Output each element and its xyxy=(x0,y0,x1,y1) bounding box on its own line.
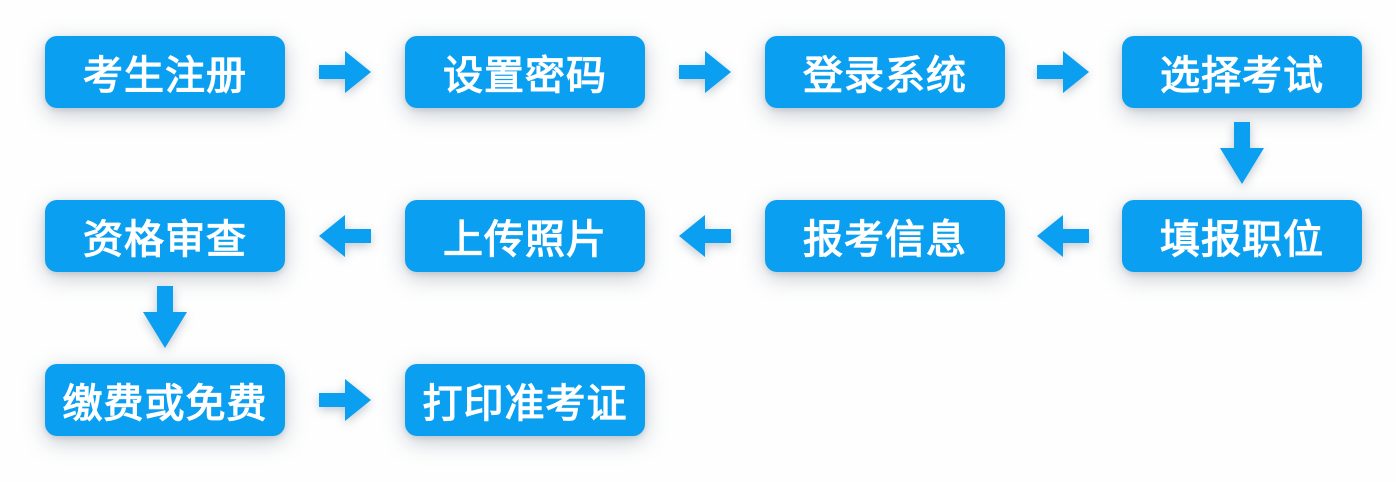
arrow-right-icon xyxy=(319,49,371,95)
step-fill-position: 填报职位 xyxy=(1122,200,1362,272)
step-set-password: 设置密码 xyxy=(405,36,645,108)
arrow-down-icon xyxy=(142,286,188,348)
arrow-left-icon xyxy=(1037,213,1089,259)
step-print-admission-ticket: 打印准考证 xyxy=(405,364,645,436)
arrow-down-icon xyxy=(1219,122,1265,184)
arrow-left-icon xyxy=(319,213,371,259)
arrow-left-icon xyxy=(679,213,731,259)
step-pay-or-free: 缴费或免费 xyxy=(45,364,285,436)
step-select-exam: 选择考试 xyxy=(1122,36,1362,108)
arrow-right-icon xyxy=(319,377,371,423)
arrow-right-icon xyxy=(1037,49,1089,95)
step-application-info: 报考信息 xyxy=(765,200,1005,272)
step-candidate-register: 考生注册 xyxy=(45,36,285,108)
step-upload-photo: 上传照片 xyxy=(405,200,645,272)
arrow-right-icon xyxy=(679,49,731,95)
step-login-system: 登录系统 xyxy=(765,36,1005,108)
step-qualification-review: 资格审查 xyxy=(45,200,285,272)
